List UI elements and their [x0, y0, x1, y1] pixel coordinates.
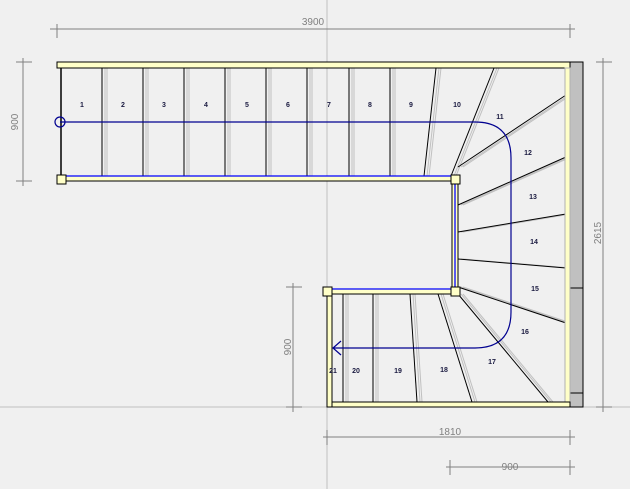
- tread-line: [457, 156, 567, 206]
- start-marker-icon: [54, 116, 66, 128]
- dimension-bottom-length: 1810: [439, 427, 462, 438]
- right-stringer: [564, 67, 571, 403]
- dimension-bottom-flight-width: 900: [283, 338, 294, 355]
- step-number: 3: [162, 102, 166, 109]
- tread-line: [457, 293, 549, 403]
- tread-line: [457, 258, 567, 269]
- bottom-stringer: [326, 401, 571, 408]
- tread-nosing-line: [462, 286, 572, 324]
- walk-line: [54, 116, 512, 356]
- top-stringer: [56, 61, 571, 69]
- tread-nosing-line: [460, 286, 570, 324]
- step-number: 2: [121, 102, 125, 109]
- newel-post: [56, 174, 67, 185]
- bottom-inner-stringer: [326, 288, 456, 295]
- tread-nosing-line: [460, 293, 552, 403]
- dimension-total-depth: 2615: [593, 221, 604, 244]
- step-number: 1: [80, 102, 84, 109]
- dimension-lines: [16, 24, 612, 475]
- step-number: 7: [327, 102, 331, 109]
- tread-nosing-line: [462, 293, 554, 403]
- dimension-bottom-right-width: 900: [502, 462, 519, 473]
- step-number: 16: [521, 329, 529, 336]
- step-number: 20: [352, 368, 360, 375]
- step-number: 13: [529, 194, 537, 201]
- newel-posts: [56, 174, 461, 297]
- handrail: [61, 175, 456, 291]
- tread-nosing-line: [462, 94, 572, 168]
- step-number: 12: [524, 150, 532, 157]
- newel-post: [450, 174, 461, 185]
- top-inner-stringer: [60, 175, 456, 182]
- step-number: 14: [530, 239, 538, 246]
- stringers: [56, 61, 571, 408]
- step-number: 5: [245, 102, 249, 109]
- step-number: 17: [488, 359, 496, 366]
- dimension-top-flight-width: 900: [10, 113, 21, 130]
- newel-post: [450, 286, 461, 297]
- step-number: 19: [394, 368, 402, 375]
- tread-line: [457, 94, 567, 168]
- tread-nosing-line: [462, 156, 572, 206]
- step-number: 15: [531, 286, 539, 293]
- tread-line: [457, 213, 567, 233]
- step-number: 11: [496, 114, 504, 121]
- step-number: 6: [286, 102, 290, 109]
- tread-nosing-line: [462, 213, 572, 233]
- step-number: 8: [368, 102, 372, 109]
- step-number: 18: [440, 367, 448, 374]
- tread-nosing-line: [460, 94, 570, 168]
- step-number: 9: [409, 102, 413, 109]
- tread-line: [457, 286, 567, 324]
- step-number: 10: [453, 102, 461, 109]
- bottom-left-stringer: [326, 290, 333, 408]
- step-number: 21: [329, 368, 337, 375]
- dimension-total-length: 3900: [302, 17, 325, 28]
- step-number: 4: [204, 102, 208, 109]
- tread-nosing-line: [460, 156, 570, 206]
- wall: [569, 61, 584, 408]
- newel-post: [322, 286, 333, 297]
